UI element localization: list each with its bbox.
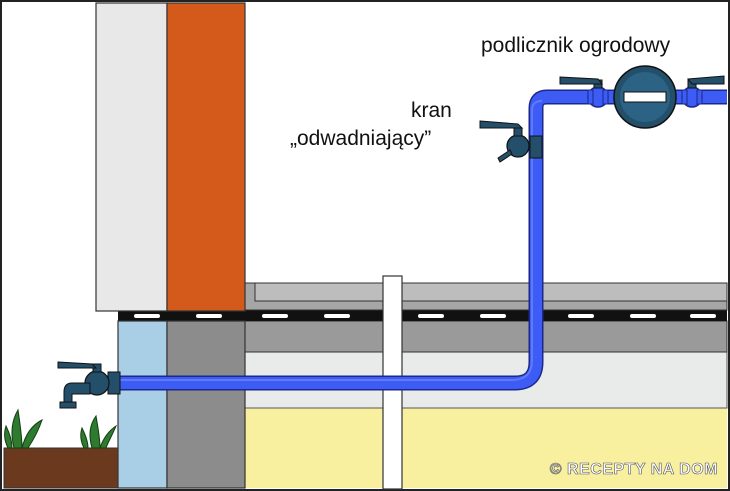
foundation-wall — [166, 320, 246, 489]
shutoff-valve-right-icon — [681, 75, 725, 108]
wall-insulation — [117, 320, 168, 489]
sand-layer — [245, 408, 727, 488]
floor-grey-layer — [244, 320, 728, 353]
membrane-dashes — [134, 314, 716, 318]
label-drain-valve-line1: kran — [411, 99, 452, 122]
water-meter-icon — [613, 65, 677, 129]
water-pipe-highlight — [120, 100, 543, 381]
garden-tap-icon — [57, 361, 121, 409]
plant-icon — [4, 408, 43, 449]
wall-plaster — [95, 2, 168, 312]
soil — [3, 447, 119, 489]
label-drain-valve-line2: „odwadniający” — [290, 127, 431, 150]
watermark: © RECEPTY NA DOM — [550, 461, 718, 478]
label-garden-meter: podlicznik ogrodowy — [481, 34, 671, 57]
floor-top-strip — [254, 282, 728, 302]
water-pipe-fill — [104, 91, 727, 389]
shutoff-valve-left-icon — [559, 76, 609, 108]
plant-icon — [80, 414, 118, 449]
drain-valve-icon — [479, 120, 543, 163]
wall-brick — [166, 2, 246, 312]
